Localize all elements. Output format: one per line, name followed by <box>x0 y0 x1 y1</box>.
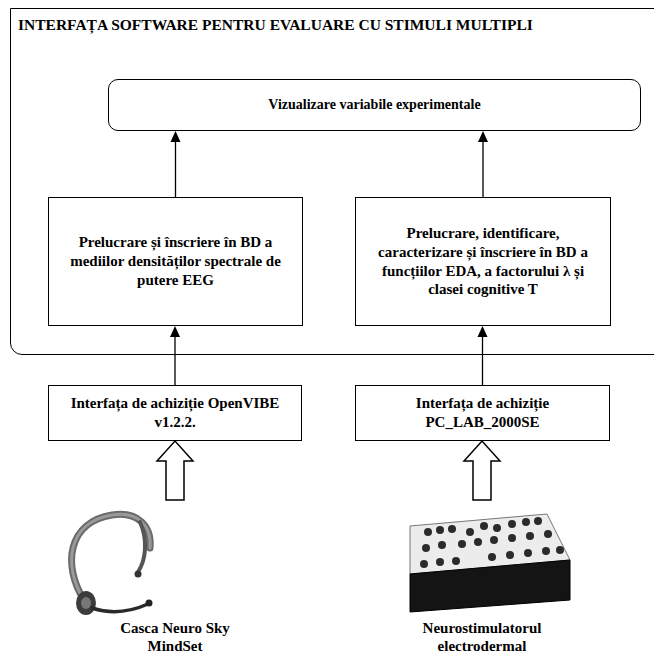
flow-arrow <box>170 326 180 385</box>
process-box: Interfața de achiziție PC_LAB_2000SE <box>355 385 610 441</box>
software-interface-frame: INTERFAȚA SOFTWARE PENTRU EVALUARE CU ST… <box>10 8 654 355</box>
block-arrow <box>464 441 500 500</box>
flow-arrow <box>171 131 181 197</box>
process-box: Interfața de achiziție OpenVIBE v1.2.2. <box>48 385 302 441</box>
flow-arrow <box>478 326 488 385</box>
box-label: Vizualizare variabile experimentale <box>268 96 480 114</box>
device-caption: Neurostimulatorul electrodermal <box>392 619 572 657</box>
box-label: Interfața de achiziție PC_LAB_2000SE <box>366 394 599 432</box>
device-figure: Casca Neuro Sky MindSet <box>100 500 250 658</box>
neurostimulator-picture <box>410 514 570 612</box>
process-box: Prelucrare și înscriere în BD a mediilor… <box>48 197 303 326</box>
device-caption: Casca Neuro Sky MindSet <box>100 619 250 657</box>
box-label: Prelucrare și înscriere în BD a mediilor… <box>59 233 292 289</box>
device-figure: Neurostimulatorul electrodermal <box>392 500 572 658</box>
process-box: Prelucrare, identificare, caracterizare … <box>355 197 611 326</box>
box-label: Interfața de achiziție OpenVIBE v1.2.2. <box>59 394 291 432</box>
frame-title: INTERFAȚA SOFTWARE PENTRU EVALUARE CU ST… <box>18 15 533 34</box>
process-box: Vizualizare variabile experimentale <box>108 79 641 131</box>
flow-arrow <box>478 131 488 197</box>
block-arrow <box>157 441 193 500</box>
box-label: Prelucrare, identificare, caracterizare … <box>366 224 600 299</box>
headset-picture <box>72 514 153 615</box>
